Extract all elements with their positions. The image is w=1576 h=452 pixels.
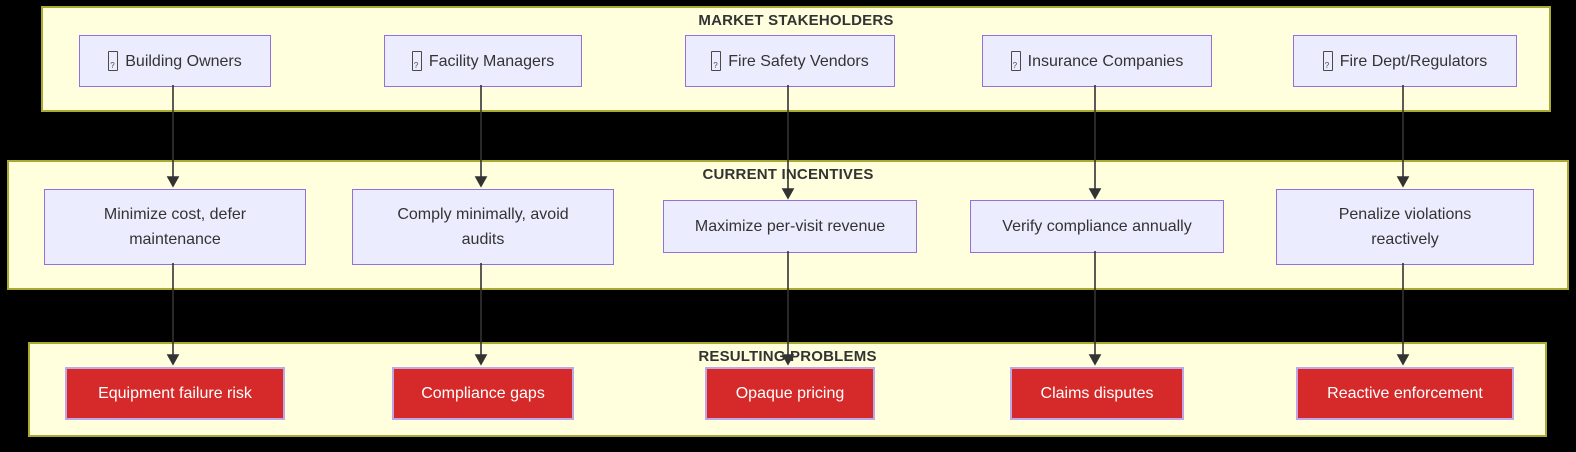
node-label: Equipment failure risk [98, 385, 252, 402]
node-label: Opaque pricing [735, 385, 845, 402]
node-label: Penalize violations reactively [1338, 206, 1472, 248]
node-label: Facility Managers [428, 52, 555, 70]
node-label: Comply minimally, avoid audits [397, 206, 569, 248]
node-label: Insurance Companies [1027, 52, 1184, 70]
node-label: Fire Safety Vendors [728, 52, 869, 70]
node-label: Building Owners [125, 52, 242, 70]
missing-glyph-icon [711, 51, 722, 71]
node-fire-safety-vendors: Fire Safety Vendors [685, 35, 895, 87]
node-reactive-enforcement: Reactive enforcement [1296, 367, 1514, 420]
node-minimize-cost-defer-maintenance: Minimize cost, defer maintenance [44, 189, 306, 265]
node-penalize-violations-reactively: Penalize violations reactively [1276, 189, 1534, 265]
node-facility-managers: Facility Managers [384, 35, 582, 87]
node-maximize-per-visit-revenue: Maximize per-visit revenue [663, 200, 917, 253]
missing-glyph-icon [108, 51, 119, 71]
missing-glyph-icon [411, 51, 422, 71]
node-insurance-companies: Insurance Companies [982, 35, 1212, 87]
node-label: Compliance gaps [421, 385, 545, 402]
band-resulting-problems: RESULTING PROBLEMS Equipment failure ris… [28, 342, 1547, 437]
node-label: Reactive enforcement [1327, 385, 1483, 402]
node-verify-compliance-annually: Verify compliance annually [970, 200, 1224, 253]
node-equipment-failure-risk: Equipment failure risk [65, 367, 285, 420]
band-title-current-incentives: CURRENT INCENTIVES [702, 166, 874, 183]
band-market-stakeholders: MARKET STAKEHOLDERS Building Owners Faci… [41, 6, 1551, 112]
node-label: Claims disputes [1040, 385, 1154, 402]
band-title-market-stakeholders: MARKET STAKEHOLDERS [698, 12, 894, 29]
node-fire-dept-regulators: Fire Dept/Regulators [1293, 35, 1517, 87]
node-compliance-gaps: Compliance gaps [392, 367, 574, 420]
missing-glyph-icon [1010, 51, 1021, 71]
node-label: Fire Dept/Regulators [1339, 52, 1488, 70]
node-label: Minimize cost, defer maintenance [103, 206, 247, 248]
node-label: Verify compliance annually [1002, 218, 1192, 235]
node-building-owners: Building Owners [79, 35, 271, 87]
band-title-resulting-problems: RESULTING PROBLEMS [698, 348, 877, 365]
missing-glyph-icon [1322, 51, 1333, 71]
node-comply-minimally-avoid-audits: Comply minimally, avoid audits [352, 189, 614, 265]
band-current-incentives: CURRENT INCENTIVES Minimize cost, defer … [7, 160, 1569, 290]
node-claims-disputes: Claims disputes [1010, 367, 1184, 420]
node-opaque-pricing: Opaque pricing [705, 367, 875, 420]
node-label: Maximize per-visit revenue [694, 218, 886, 235]
